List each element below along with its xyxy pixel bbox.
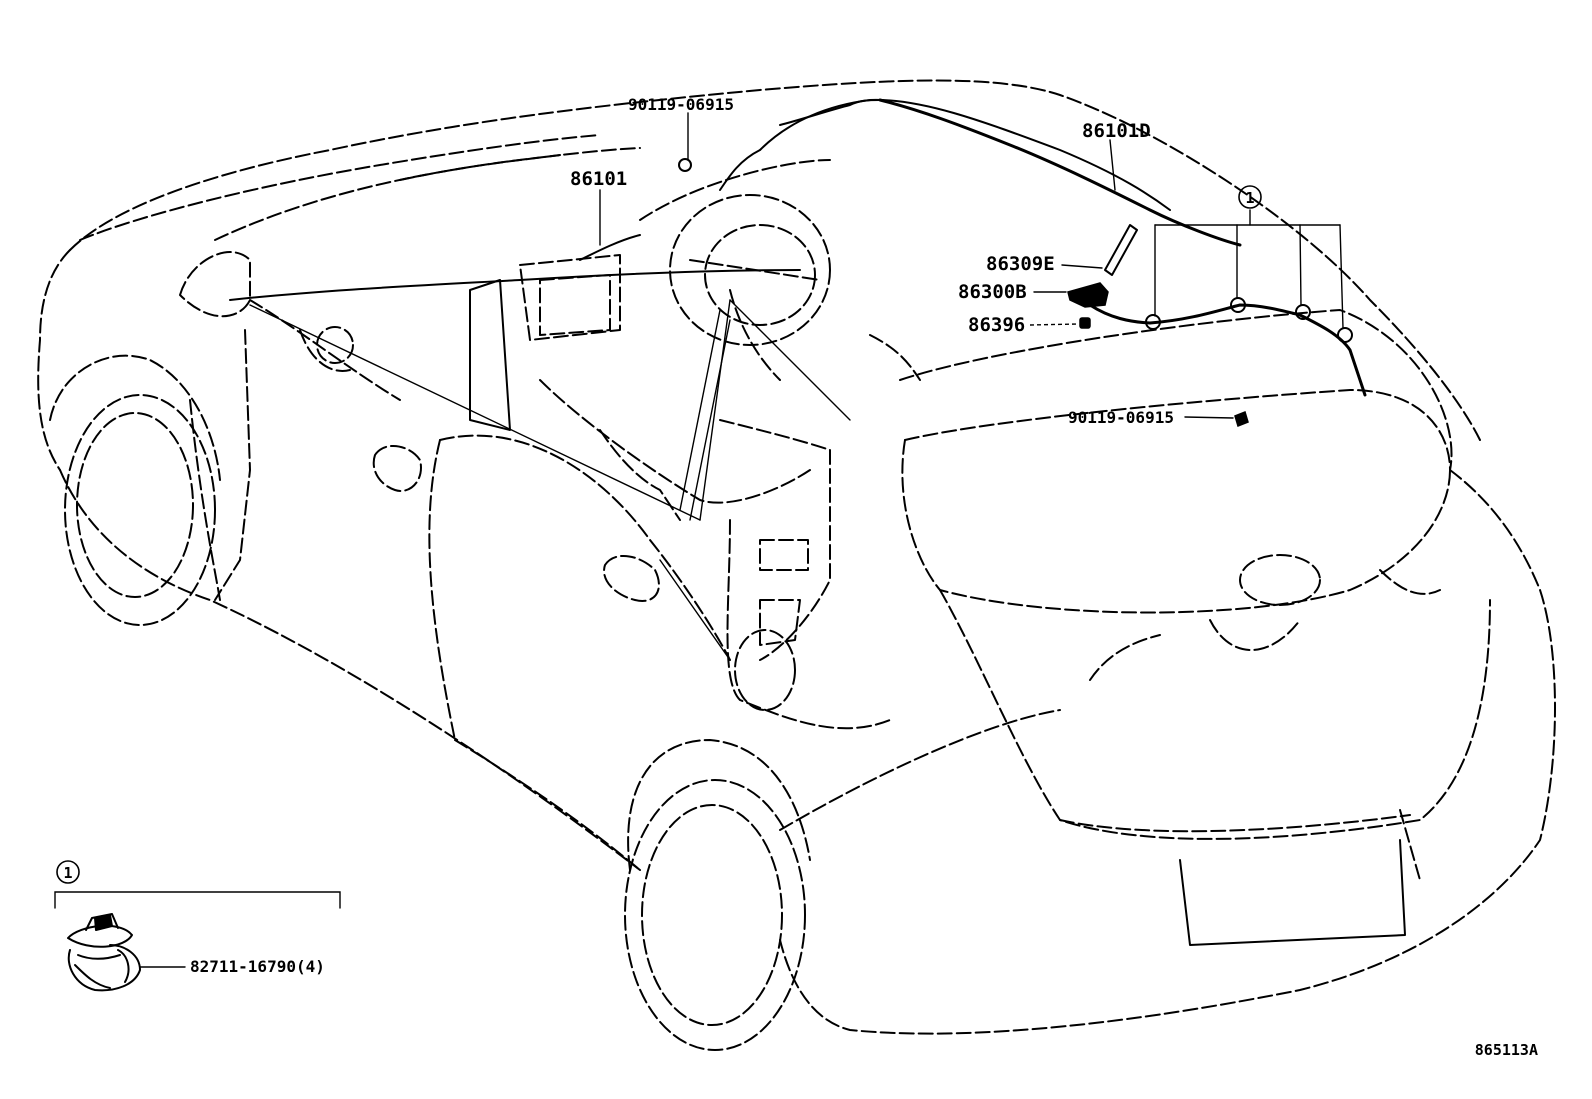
callout-wire-main: 86101: [570, 168, 627, 190]
inset-marker-label: 1: [63, 864, 72, 882]
callout-antenna-base: 86300B: [958, 281, 1027, 303]
ref-marker: 1: [1238, 185, 1262, 209]
antenna-base-part: [1067, 282, 1109, 308]
antenna-mast-part: [1104, 224, 1138, 276]
callout-rear-bolt: 90119-06915: [1068, 408, 1174, 427]
callout-wire-roof: 86101D: [1082, 120, 1151, 142]
callout-clamp: 82711-16790(4): [190, 957, 325, 976]
leader-lines: [599, 112, 1344, 419]
figure-code: 865113A: [1475, 1041, 1538, 1059]
callout-antenna-pad: 86396: [968, 314, 1025, 336]
rear-bolt-part: [1234, 410, 1249, 428]
wire-harness: [579, 98, 1367, 397]
clamp-part: [67, 913, 141, 992]
clamp-nodes: [1145, 297, 1353, 343]
callout-antenna-mast: 86309E: [986, 253, 1055, 275]
vehicle-outline: [37, 79, 1556, 1051]
inset-clamp-detail: 1 82711-16790(4): [54, 860, 341, 992]
antenna-pad-part: [1079, 317, 1091, 329]
callout-front-bolt: 90119-06915: [628, 95, 734, 114]
ref-marker-label: 1: [1245, 189, 1254, 207]
front-bolt-part: [678, 158, 692, 172]
